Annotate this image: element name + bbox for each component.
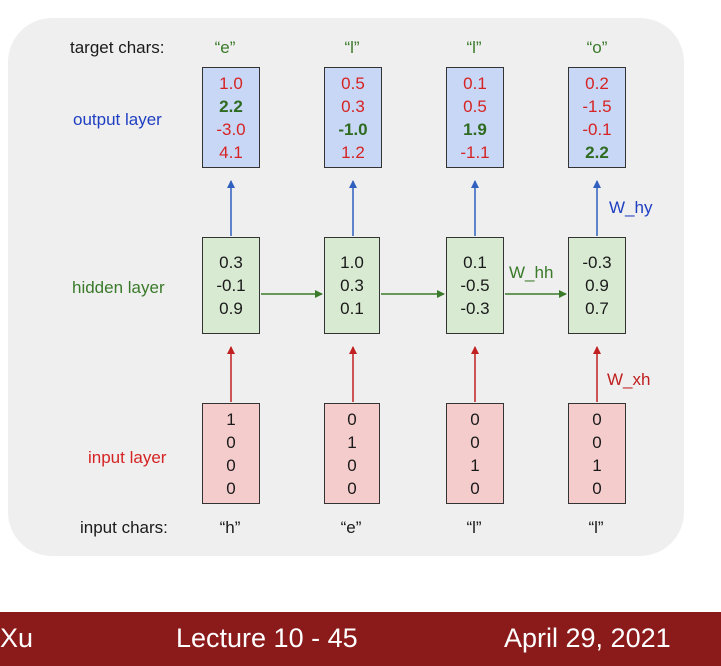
target-char: “e”: [214, 38, 236, 57]
hidden-value: 0.3: [219, 253, 243, 272]
hidden-vector: -0.3 0.9 0.7: [568, 237, 626, 334]
output-value: -1.5: [582, 96, 612, 116]
output-vector: 0.2 -1.5 -0.1 2.2: [568, 67, 626, 168]
input-value: 0: [226, 455, 236, 475]
hidden-layer-label: hidden layer: [72, 278, 165, 297]
input-value: 0: [470, 409, 480, 429]
hidden-value: -0.3: [582, 253, 612, 272]
footer-bar: [0, 612, 721, 666]
input-vector: 0 0 1 0: [446, 403, 504, 504]
input-value: 0: [592, 409, 602, 429]
output-value: 1.2: [341, 142, 365, 162]
w-hy-label: W_hy: [609, 198, 653, 217]
input-vector: 0 0 1 0: [568, 403, 626, 504]
hidden-value: 0.3: [340, 276, 364, 295]
input-value: 1: [592, 455, 602, 475]
hidden-value: -0.5: [460, 276, 490, 295]
target-chars-label: target chars:: [70, 38, 165, 57]
input-vector: 0 1 0 0: [324, 403, 380, 504]
output-layer-label: output layer: [73, 110, 162, 129]
input-value: 0: [347, 409, 357, 429]
output-value: 0.1: [463, 73, 487, 93]
target-char: “o”: [586, 38, 608, 57]
input-value: 1: [226, 409, 236, 429]
input-value: 0: [592, 478, 602, 498]
output-value: -0.1: [582, 119, 612, 139]
hidden-value: 0.7: [585, 299, 609, 318]
input-char: “l”: [588, 518, 604, 537]
output-value: 4.1: [219, 142, 243, 162]
output-value: -1.0: [338, 119, 368, 139]
hidden-value: 0.1: [463, 253, 487, 272]
hidden-value: 0.9: [219, 299, 243, 318]
input-value: 0: [592, 432, 602, 452]
input-char: “h”: [219, 518, 241, 537]
output-value: 0.5: [341, 73, 365, 93]
target-char: “l”: [466, 38, 482, 57]
input-layer-label: input layer: [88, 448, 167, 467]
hidden-value: 1.0: [340, 253, 364, 272]
output-value: -3.0: [216, 119, 246, 139]
output-value: 0.2: [585, 73, 609, 93]
output-vector: 0.1 0.5 1.9 -1.1: [446, 67, 504, 168]
input-value: 1: [470, 455, 480, 475]
hidden-value: 0.9: [585, 276, 609, 295]
hidden-value: 0.1: [340, 299, 364, 318]
output-value: 1.9: [463, 119, 487, 139]
input-value: 0: [226, 432, 236, 452]
hidden-vector: 0.1 -0.5 -0.3: [446, 237, 504, 334]
footer-author: Xu: [0, 623, 34, 653]
target-char: “l”: [344, 38, 360, 57]
input-char: “e”: [340, 518, 362, 537]
input-value: 1: [347, 432, 357, 452]
output-value: 2.2: [585, 142, 609, 162]
input-chars-label: input chars:: [80, 518, 168, 537]
input-value: 0: [470, 432, 480, 452]
input-value: 0: [347, 478, 357, 498]
hidden-vector: 0.3 -0.1 0.9: [202, 237, 260, 334]
hidden-vector: 1.0 0.3 0.1: [324, 237, 380, 334]
output-vector: 0.5 0.3 -1.0 1.2: [324, 67, 382, 168]
w-xh-label: W_xh: [607, 370, 651, 389]
hidden-value: -0.3: [460, 299, 490, 318]
input-value: 0: [470, 478, 480, 498]
input-value: 0: [226, 478, 236, 498]
output-value: 0.5: [463, 96, 487, 116]
input-char: “l”: [466, 518, 482, 537]
input-vector: 1 0 0 0: [202, 403, 260, 504]
output-value: 2.2: [219, 96, 243, 116]
input-value: 0: [347, 455, 357, 475]
output-value: -1.1: [460, 142, 490, 162]
w-hh-label: W_hh: [509, 263, 554, 282]
footer-lecture: Lecture 10 - 45: [176, 623, 358, 653]
footer-date: April 29, 2021: [504, 623, 671, 653]
output-vector: 1.0 2.2 -3.0 4.1: [202, 67, 260, 168]
hidden-value: -0.1: [216, 276, 246, 295]
output-value: 0.3: [341, 96, 365, 116]
output-value: 1.0: [219, 73, 243, 93]
